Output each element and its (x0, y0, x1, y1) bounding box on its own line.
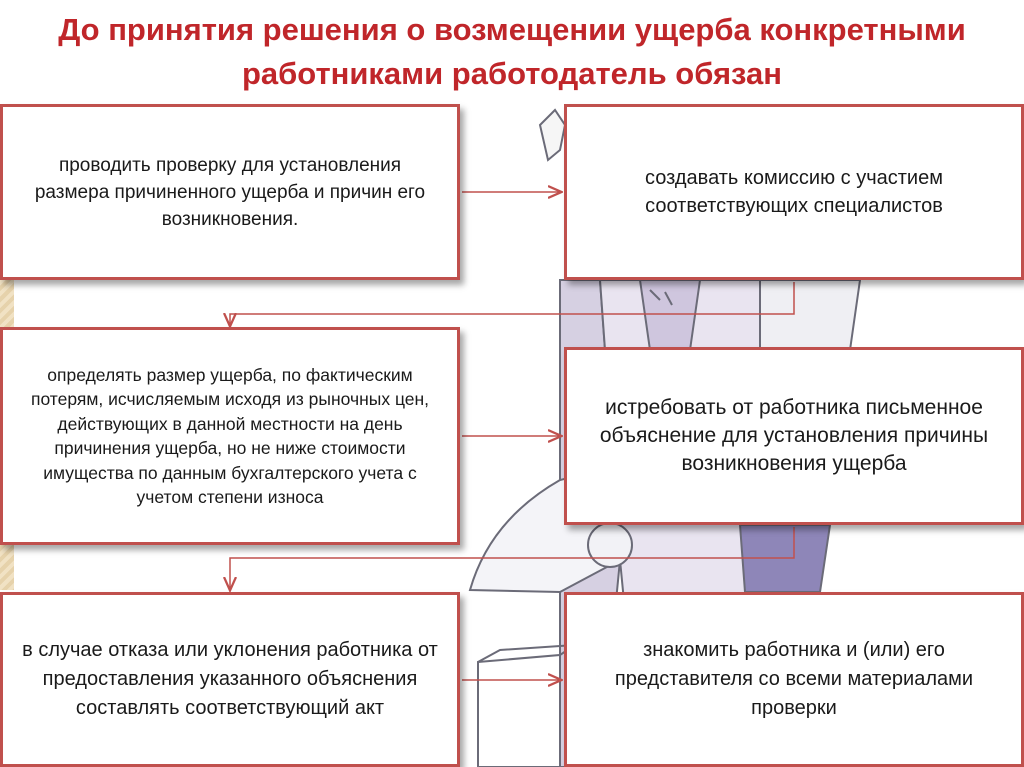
box-familiarize: знакомить работника и (или) его представ… (564, 592, 1024, 767)
box-commission: создавать комиссию с участием соответств… (564, 104, 1024, 280)
box-explanation-text: истребовать от работника письменное объя… (599, 396, 989, 475)
arrow-explanation-to-refusal (230, 527, 795, 589)
box-explanation: истребовать от работника письменное объя… (564, 347, 1024, 525)
arrow-commission-to-determine (230, 282, 795, 325)
box-refusal: в случае отказа или уклонения работника … (0, 592, 460, 767)
page-title: До принятия решения о возмещении ущерба … (58, 12, 966, 91)
box-refusal-text: в случае отказа или уклонения работника … (22, 639, 438, 719)
box-commission-text: создавать комиссию с участием соответств… (645, 167, 943, 217)
box-check: проводить проверку для установления разм… (0, 104, 460, 280)
box-determine: определять размер ущерба, по фактическим… (0, 327, 460, 545)
box-determine-text: определять размер ущерба, по фактическим… (30, 364, 430, 508)
box-familiarize-text: знакомить работника и (или) его представ… (614, 639, 974, 719)
box-check-text: проводить проверку для установления разм… (34, 154, 426, 230)
